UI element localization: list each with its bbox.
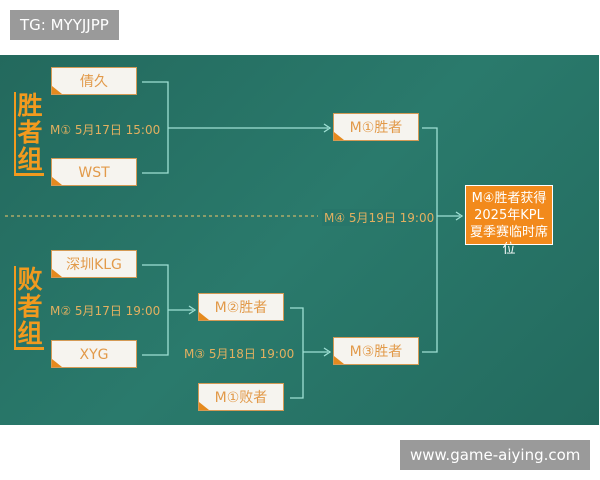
team-wst[interactable]: WST (51, 158, 137, 186)
match-m3-label: M③ 5月18日 19:00 (184, 347, 295, 361)
final-connector (422, 127, 460, 353)
winners-group-label: 胜者组 (14, 92, 44, 176)
m1-connector (142, 81, 328, 174)
watermark-bottom: www.game-aiying.com (400, 440, 591, 470)
m1-arrow (323, 123, 332, 133)
losers-group-label: 败者组 (14, 266, 44, 350)
slot-m2-winner[interactable]: M②胜者 (198, 293, 284, 321)
team-xyg[interactable]: XYG (51, 340, 137, 368)
final-box[interactable]: M④胜者获得 2025年KPL 夏季赛临时席位 (465, 185, 553, 257)
team-klg[interactable]: 深圳KLG (51, 250, 137, 278)
team-qingjiu[interactable]: 倩久 (51, 67, 137, 95)
final-line2: 2025年KPL (474, 208, 544, 223)
slot-m1-loser[interactable]: M①败者 (198, 383, 284, 411)
final-line3: 夏季赛临时席位 (469, 225, 548, 257)
lower-connector (142, 264, 193, 356)
match-m4-label: M④ 5月19日 19:00 (322, 209, 437, 226)
match-m2-label: M② 5月17日 19:00 (50, 304, 161, 318)
slot-m1-winner[interactable]: M①胜者 (333, 113, 419, 141)
watermark-top: TG: MYYJJPP (10, 10, 119, 40)
slot-m3-winner[interactable]: M③胜者 (333, 337, 419, 365)
m3-connector (290, 307, 328, 399)
final-line1: M④胜者获得 (471, 191, 547, 206)
match-m1-label: M① 5月17日 15:00 (50, 123, 161, 137)
